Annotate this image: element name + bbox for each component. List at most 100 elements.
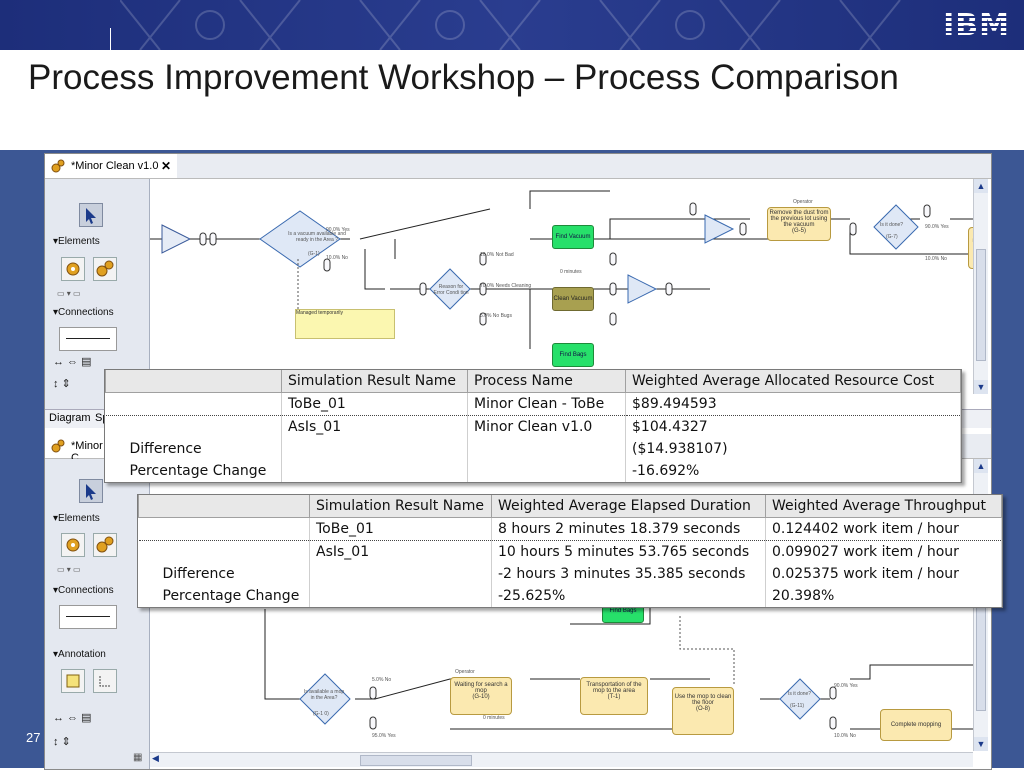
task-complete-mopping[interactable]: Complete mopping [880, 709, 952, 741]
task-search-mop[interactable]: Waiting for search a mop (G-10) [450, 677, 512, 715]
close-icon[interactable]: ✕ [161, 159, 172, 173]
expand-arrow-icon[interactable]: ▾ [53, 585, 59, 596]
expand-arrow-icon[interactable]: ▾ [53, 513, 59, 524]
scroll-down-icon[interactable]: ▼ [974, 737, 988, 751]
scroll-thumb[interactable] [976, 249, 986, 361]
task-performer-label: Operator [793, 199, 813, 205]
select-tool-icon[interactable] [79, 479, 103, 503]
process-diagram-bottom [264, 599, 976, 730]
task-gear-icon[interactable] [61, 533, 85, 557]
more-elements-icon[interactable]: ▭ ▾ ▭ [57, 289, 81, 298]
task-duration-label: 0 minutes [560, 269, 582, 275]
palette-connections-label: Connections [58, 585, 114, 596]
table-row[interactable]: Difference -2 hours 3 minutes 35.385 sec… [138, 563, 1002, 585]
table-row[interactable]: ToBe_01 8 hours 2 minutes 18.379 seconds… [138, 517, 1002, 541]
palette-elements-label: Elements [58, 236, 100, 247]
results-table-duration: Simulation Result Name Weighted Average … [137, 494, 1003, 608]
yes-done-label: 90.0% Yes [834, 683, 858, 689]
table-row[interactable]: ToBe_01 Minor Clean - ToBe $89.494593 [105, 392, 961, 416]
no-done-label: 10.0% No [925, 256, 947, 262]
more-elements-icon[interactable]: ▭ ▾ ▭ [57, 565, 81, 574]
align-tools-icon[interactable]: ↕ ⇕ [53, 378, 71, 390]
col-simulation-result-name[interactable]: Simulation Result Name [309, 495, 492, 518]
annotation-note[interactable]: Managed temporarily [295, 309, 395, 339]
process-gear-icon [51, 439, 65, 453]
palette-connections-label: Connections [58, 307, 114, 318]
tab-label: *Minor Clean v1.0 [71, 160, 159, 172]
scroll-up-icon[interactable]: ▲ [974, 459, 988, 473]
decision-done-id: (G-7) [886, 234, 898, 240]
table-row[interactable]: Difference ($14.938107) [105, 438, 961, 460]
layout-tools-icon[interactable]: ↔ ⇔ ▤ [53, 712, 92, 724]
h-scroll-thumb[interactable] [360, 755, 472, 766]
grid-icon[interactable]: ▦ [133, 752, 143, 763]
task-clean-vacuum[interactable]: Clean Vacuum [552, 287, 594, 311]
task-find-bags[interactable]: Find Bags [552, 343, 594, 367]
banner-divider [110, 28, 111, 50]
table-header: Simulation Result Name Weighted Average … [138, 495, 1002, 518]
decision-done-label: Is it done? [788, 691, 812, 697]
connection-tool-icon[interactable] [59, 327, 117, 351]
align-tools-icon[interactable]: ↕ ⇕ [53, 736, 71, 748]
no-branch-label: 5.0% No [372, 677, 392, 683]
scrollbar-top[interactable]: ▲ ▼ [973, 179, 988, 394]
yes-branch-label: 95.0% Yes [372, 733, 396, 739]
no-branch-label: 10.0% No [326, 255, 348, 261]
process-gear-icon [51, 159, 65, 173]
branch-no-bugs-label: 5.0% No Bugs [480, 313, 512, 319]
scroll-left-icon[interactable]: ◀ [152, 753, 159, 763]
tab-label: *Minor C [71, 440, 103, 464]
branch-not-bad-label: 10.0% Not Bad [480, 252, 514, 258]
task-performer-label: Operator [455, 669, 475, 675]
palette-annotation-label: Annotation [58, 649, 106, 660]
task-clean-floor[interactable]: Use the mop to clean the floor (O-8) [672, 687, 734, 735]
task-find-vacuum[interactable]: Find Vacuum [552, 225, 594, 249]
col-allocated-resource-cost[interactable]: Weighted Average Allocated Resource Cost [625, 370, 961, 393]
table-row[interactable]: Percentage Change -25.625% 20.398% [138, 585, 1002, 607]
palette-elements-label: Elements [58, 513, 100, 524]
results-table-cost: Simulation Result Name Process Name Weig… [104, 369, 962, 483]
col-process-name[interactable]: Process Name [467, 370, 626, 393]
col-simulation-result-name[interactable]: Simulation Result Name [281, 370, 468, 393]
branch-needs-cleaning-label: 70.0% Needs Cleaning [480, 283, 532, 289]
task-gear-icon[interactable] [61, 257, 85, 281]
h-scrollbar[interactable]: ◀ [150, 752, 973, 767]
tab-strip [177, 154, 991, 179]
subprocess-gear-icon[interactable] [93, 257, 117, 281]
no-done-label: 10.0% No [834, 733, 856, 739]
banner-pattern [120, 0, 901, 50]
table-row[interactable]: AsIs_01 Minor Clean v1.0 $104.4327 [105, 415, 961, 438]
layout-tools-icon[interactable]: ↔ ⇔ ▤ [53, 356, 92, 368]
expand-arrow-icon[interactable]: ▾ [53, 649, 59, 660]
tab-diagram[interactable]: Diagram [49, 412, 91, 424]
scroll-down-icon[interactable]: ▼ [974, 380, 988, 394]
table-row[interactable]: Percentage Change -16.692% [105, 460, 961, 482]
text-tool-icon[interactable] [93, 669, 117, 693]
tab-minor-clean[interactable]: *Minor Clean v1.0 ✕ [45, 154, 178, 179]
decision-mop-label: Is available a mop in the Area? [303, 689, 345, 701]
decision-done-label: Is it done? [880, 222, 904, 228]
connection-tool-icon[interactable] [59, 605, 117, 629]
col-throughput[interactable]: Weighted Average Throughput [765, 495, 1002, 518]
palette-bottom: ▾Elements ▭ ▾ ▭ ▾Connections ▾Annotation… [45, 459, 150, 769]
select-tool-icon[interactable] [79, 203, 103, 227]
col-elapsed-duration[interactable]: Weighted Average Elapsed Duration [491, 495, 766, 518]
task-transport-mop[interactable]: Transportation of the mop to the area (T… [580, 677, 648, 715]
decision-vacuum-label: Is a vacuum available and ready in the A… [288, 231, 346, 243]
top-banner: IBM [0, 0, 1024, 50]
task-duration-label: 0 minutes [483, 715, 505, 721]
tab-minor-clean-2[interactable]: *Minor C [45, 434, 106, 464]
yes-done-label: 90.0% Yes [925, 224, 949, 230]
expand-arrow-icon[interactable]: ▾ [53, 307, 59, 318]
table-row[interactable]: AsIs_01 10 hours 5 minutes 53.765 second… [138, 540, 1002, 563]
scroll-up-icon[interactable]: ▲ [974, 179, 988, 193]
yes-branch-label: 90.0% Yes [326, 227, 350, 233]
expand-arrow-icon[interactable]: ▾ [53, 236, 59, 247]
decision-done-id: (G-11) [790, 703, 805, 709]
task-remove-dust[interactable]: Remove the dust from the previous lot us… [767, 207, 831, 241]
decision-mop-id: (G-1 0) [313, 711, 329, 717]
subprocess-gear-icon[interactable] [93, 533, 117, 557]
note-tool-icon[interactable] [61, 669, 85, 693]
decision-reason-label: Reason for Error Condi tion [433, 284, 469, 296]
page-title: Process Improvement Workshop – Process C… [28, 58, 899, 97]
